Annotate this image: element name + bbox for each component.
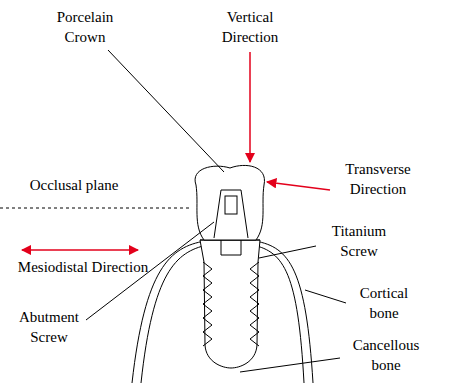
part-label: Cancellous bone <box>340 336 432 375</box>
plane-label: Occlusal plane <box>18 176 130 196</box>
part-label: Porcelain Crown <box>45 8 125 47</box>
direction-label: Vertical Direction <box>210 8 290 47</box>
abutment <box>214 190 248 238</box>
direction-label: Mesiodistal Direction <box>8 258 158 278</box>
abutment-screw-head <box>225 196 237 214</box>
titanium-screw <box>200 240 260 368</box>
cortical-bone <box>132 241 313 383</box>
transverse-arrow <box>267 182 330 190</box>
screw-threads <box>203 262 259 346</box>
leader-lines <box>86 50 346 372</box>
part-label: Titanium Screw <box>318 222 400 261</box>
thread-right <box>250 262 259 346</box>
part-label: Cortical bone <box>348 284 420 323</box>
direction-label: Transverse Direction <box>333 160 423 199</box>
part-label: Abutment Screw <box>8 308 90 347</box>
thread-left <box>203 262 212 346</box>
vertical-arrow <box>249 52 251 162</box>
mesiodistal-arrow <box>22 249 138 251</box>
occlusal-line <box>0 208 190 209</box>
abutment-screw <box>200 240 260 255</box>
